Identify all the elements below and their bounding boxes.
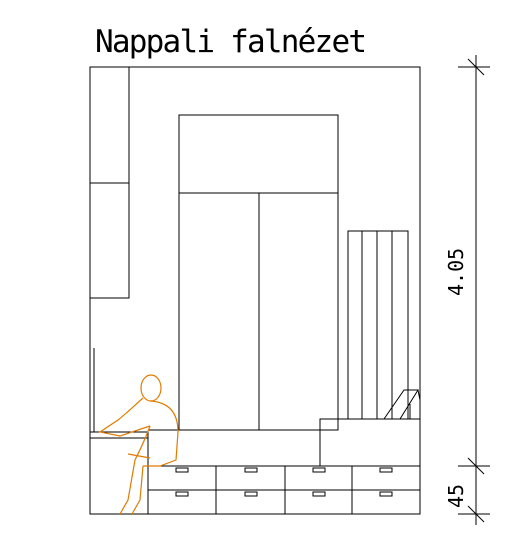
- laptop: [383, 389, 421, 420]
- wall-outline: [89, 66, 421, 515]
- bench-block: [148, 418, 421, 467]
- seated-person-figure: [98, 374, 179, 515]
- dimension-label-main: 4.05: [444, 248, 468, 296]
- drawer-base: [147, 465, 421, 515]
- upper-wall-cabinet: [89, 66, 130, 299]
- dimension-label-base: 45: [444, 484, 468, 508]
- drawing-title: Nappali falnézet: [95, 24, 370, 60]
- dimension-line: [458, 55, 490, 525]
- wardrobe: [178, 114, 339, 431]
- slatted-panel: [347, 230, 409, 420]
